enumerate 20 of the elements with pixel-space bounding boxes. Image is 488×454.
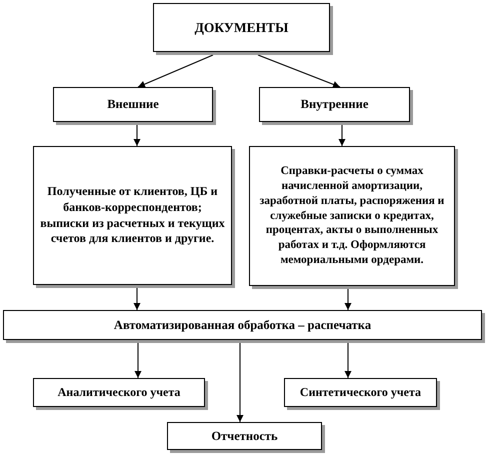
process-box	[3, 310, 482, 340]
arrow	[138, 54, 214, 88]
process-box	[259, 87, 410, 122]
process-box	[167, 422, 322, 450]
node-label: ДОКУМЕНТЫ	[194, 18, 288, 36]
node-label: Полученные от клиентов, ЦБ и банков-корреспондентов; выписки из расчетных и текущих счетов для клиентов и другие.	[40, 184, 225, 247]
node-label: Справки-расчеты о суммах начисленной амортизации, заработной платы, распоряжения и служебные записки о кредитах, процентах, акты о выполненных работах и т.д. Оформляются мемориальными ордерами.	[258, 164, 446, 268]
node-label: Синтетического учета	[300, 384, 422, 400]
node-label: Аналитического учета	[58, 384, 180, 400]
process-box	[249, 146, 455, 286]
arrow	[258, 54, 340, 88]
process-box	[33, 378, 205, 407]
process-box	[284, 378, 437, 407]
process-box	[153, 3, 330, 52]
node-label: Внутренние	[300, 96, 368, 113]
node-label: Отчетность	[211, 428, 278, 444]
process-box	[53, 87, 213, 122]
node-label: Внешние	[107, 96, 159, 113]
node-label: Автоматизированная обработка – распечатка	[114, 316, 372, 334]
process-box	[33, 146, 232, 285]
